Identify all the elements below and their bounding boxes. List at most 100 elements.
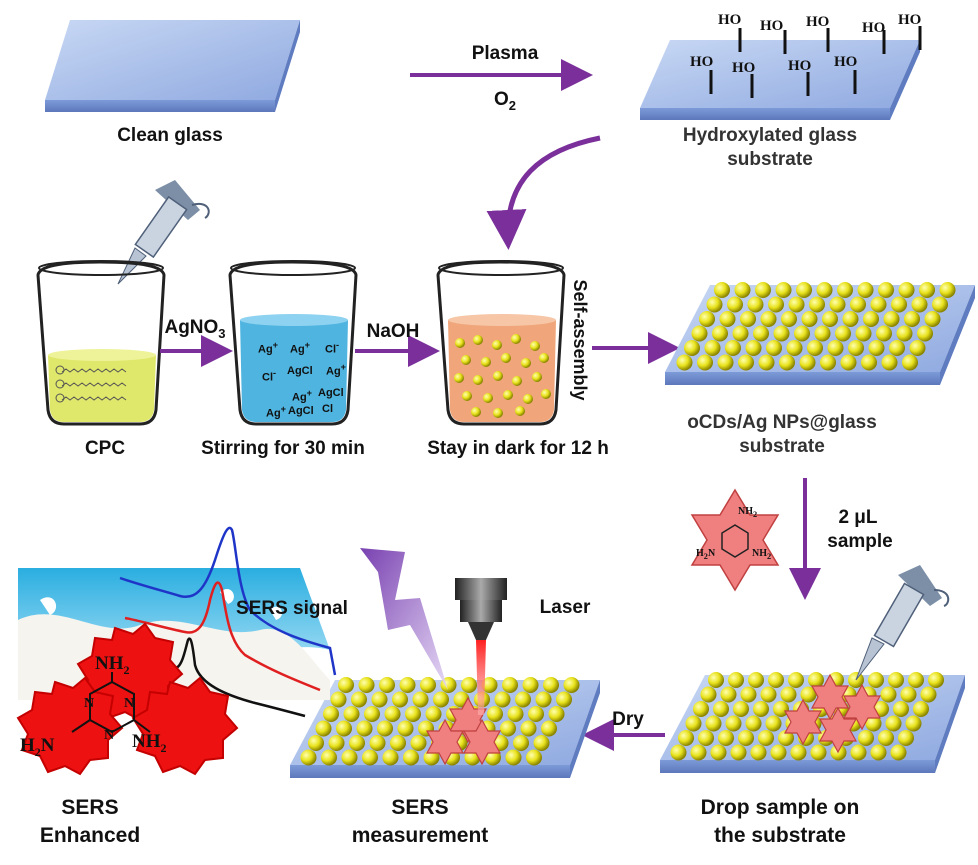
hydroxyl-label: HO	[806, 14, 830, 30]
nanoparticle	[543, 677, 559, 693]
nanoparticle	[725, 340, 741, 356]
hydroxyl-label: HO	[732, 60, 756, 76]
nanoparticle	[924, 311, 941, 327]
nanoparticle	[382, 749, 399, 766]
nanoparticle	[896, 325, 913, 342]
nanoparticle	[863, 311, 879, 327]
agno3-subscript: 3	[218, 325, 226, 341]
nanoparticle	[693, 701, 709, 717]
nanoparticle	[820, 354, 836, 371]
nanoparticle	[308, 735, 324, 751]
spectrum-blue	[119, 526, 337, 676]
nanoparticle	[919, 282, 935, 298]
nanoparticle	[850, 744, 867, 761]
ocds-label-line2: substrate	[739, 436, 825, 457]
nanoparticle	[890, 744, 907, 761]
nanoparticle	[720, 686, 737, 703]
nanoparticle	[868, 672, 884, 688]
nanoparticle	[753, 325, 769, 342]
sers-measurement-line1: SERS	[391, 796, 449, 819]
nanoparticle	[515, 691, 531, 708]
nanoparticle	[330, 691, 347, 708]
ring-n-label: N	[84, 696, 95, 711]
nanoparticle	[321, 749, 337, 766]
nanoparticle	[520, 720, 537, 737]
nanoparticle	[775, 282, 792, 298]
nanoparticle	[548, 706, 565, 722]
nanoparticle	[507, 706, 524, 722]
nanoparticle	[697, 354, 713, 371]
ag-ion-label: Ag+	[292, 388, 313, 404]
nanoparticle	[358, 677, 375, 693]
nanoparticle	[699, 311, 715, 327]
ag-ion-label: Ag+	[290, 340, 311, 356]
ag-ion-label: Ag+	[326, 362, 347, 378]
pipette-icon	[117, 180, 210, 285]
nanoparticle	[390, 735, 406, 751]
nanoparticle	[768, 672, 784, 688]
clean-glass-label: Clean glass	[117, 125, 223, 146]
nanoparticle	[725, 715, 742, 732]
hydroxyl-sticks	[709, 26, 922, 98]
nanoparticle	[768, 296, 784, 313]
beaker-dark	[436, 260, 566, 426]
nanoparticle	[870, 744, 887, 761]
nanoparticle	[684, 340, 700, 356]
hydroxyl-label: HO	[760, 18, 784, 34]
hydroxyl-label: HO	[862, 20, 886, 36]
melamine-star-icon	[690, 488, 780, 592]
plasma-label: Plasma	[471, 43, 539, 64]
o2-label: O2	[480, 88, 530, 118]
nanoparticle	[343, 706, 360, 722]
nanoparticle	[799, 354, 816, 371]
nanoparticle	[351, 691, 367, 708]
nanoparticle	[399, 677, 416, 693]
nanoparticle	[747, 296, 764, 313]
nanoparticle	[706, 296, 723, 313]
hydroxyl-label: HO	[788, 58, 812, 74]
nanoparticle	[835, 325, 851, 342]
sers-enhanced-line2: Enhanced	[39, 824, 141, 847]
ocds-ag-substrate	[665, 282, 975, 385]
nanoparticle	[526, 749, 542, 766]
ring-n-label: N	[124, 696, 135, 711]
nanoparticle	[730, 744, 747, 761]
sample-label: sample	[827, 531, 893, 552]
nanoparticle	[487, 706, 503, 722]
nanoparticle	[713, 701, 729, 717]
nanoparticle	[758, 354, 775, 371]
nanoparticle	[533, 735, 550, 751]
hydroxylated-label-line1: Hydroxylated glass	[682, 125, 858, 146]
nanoparticle	[500, 720, 516, 737]
nanoparticle	[816, 282, 833, 298]
nanoparticle	[827, 340, 844, 356]
nanoparticle	[700, 686, 717, 703]
nanoparticle	[392, 691, 408, 708]
nanoparticle	[913, 701, 929, 717]
sers-measurement-line2: measurement	[351, 824, 489, 847]
stay-dark-label: Stay in dark for 12 h	[427, 438, 609, 459]
nanoparticle	[338, 677, 354, 693]
nanoparticle	[556, 691, 572, 708]
nanoparticle	[898, 282, 915, 298]
o2-subscript: 2	[508, 97, 516, 113]
nanoparticle	[369, 735, 386, 751]
nanoparticle	[807, 340, 823, 356]
nanoparticle	[939, 282, 956, 298]
nanoparticle	[670, 744, 687, 761]
nanoparticle	[705, 715, 722, 732]
o2-symbol: O	[493, 89, 509, 110]
nanoparticle	[745, 715, 762, 732]
nanoparticle	[840, 354, 857, 371]
nanoparticle	[704, 340, 721, 356]
nanoparticle	[920, 686, 937, 703]
star-nh2-label: NH2	[752, 548, 772, 561]
hydroxyl-label: HO	[718, 12, 742, 28]
nanoparticle	[461, 677, 477, 693]
nanoparticle	[779, 354, 795, 371]
nanoparticle	[788, 296, 805, 313]
nanoparticle	[349, 735, 365, 751]
nanoparticle	[837, 282, 853, 298]
nanoparticle	[740, 311, 756, 327]
